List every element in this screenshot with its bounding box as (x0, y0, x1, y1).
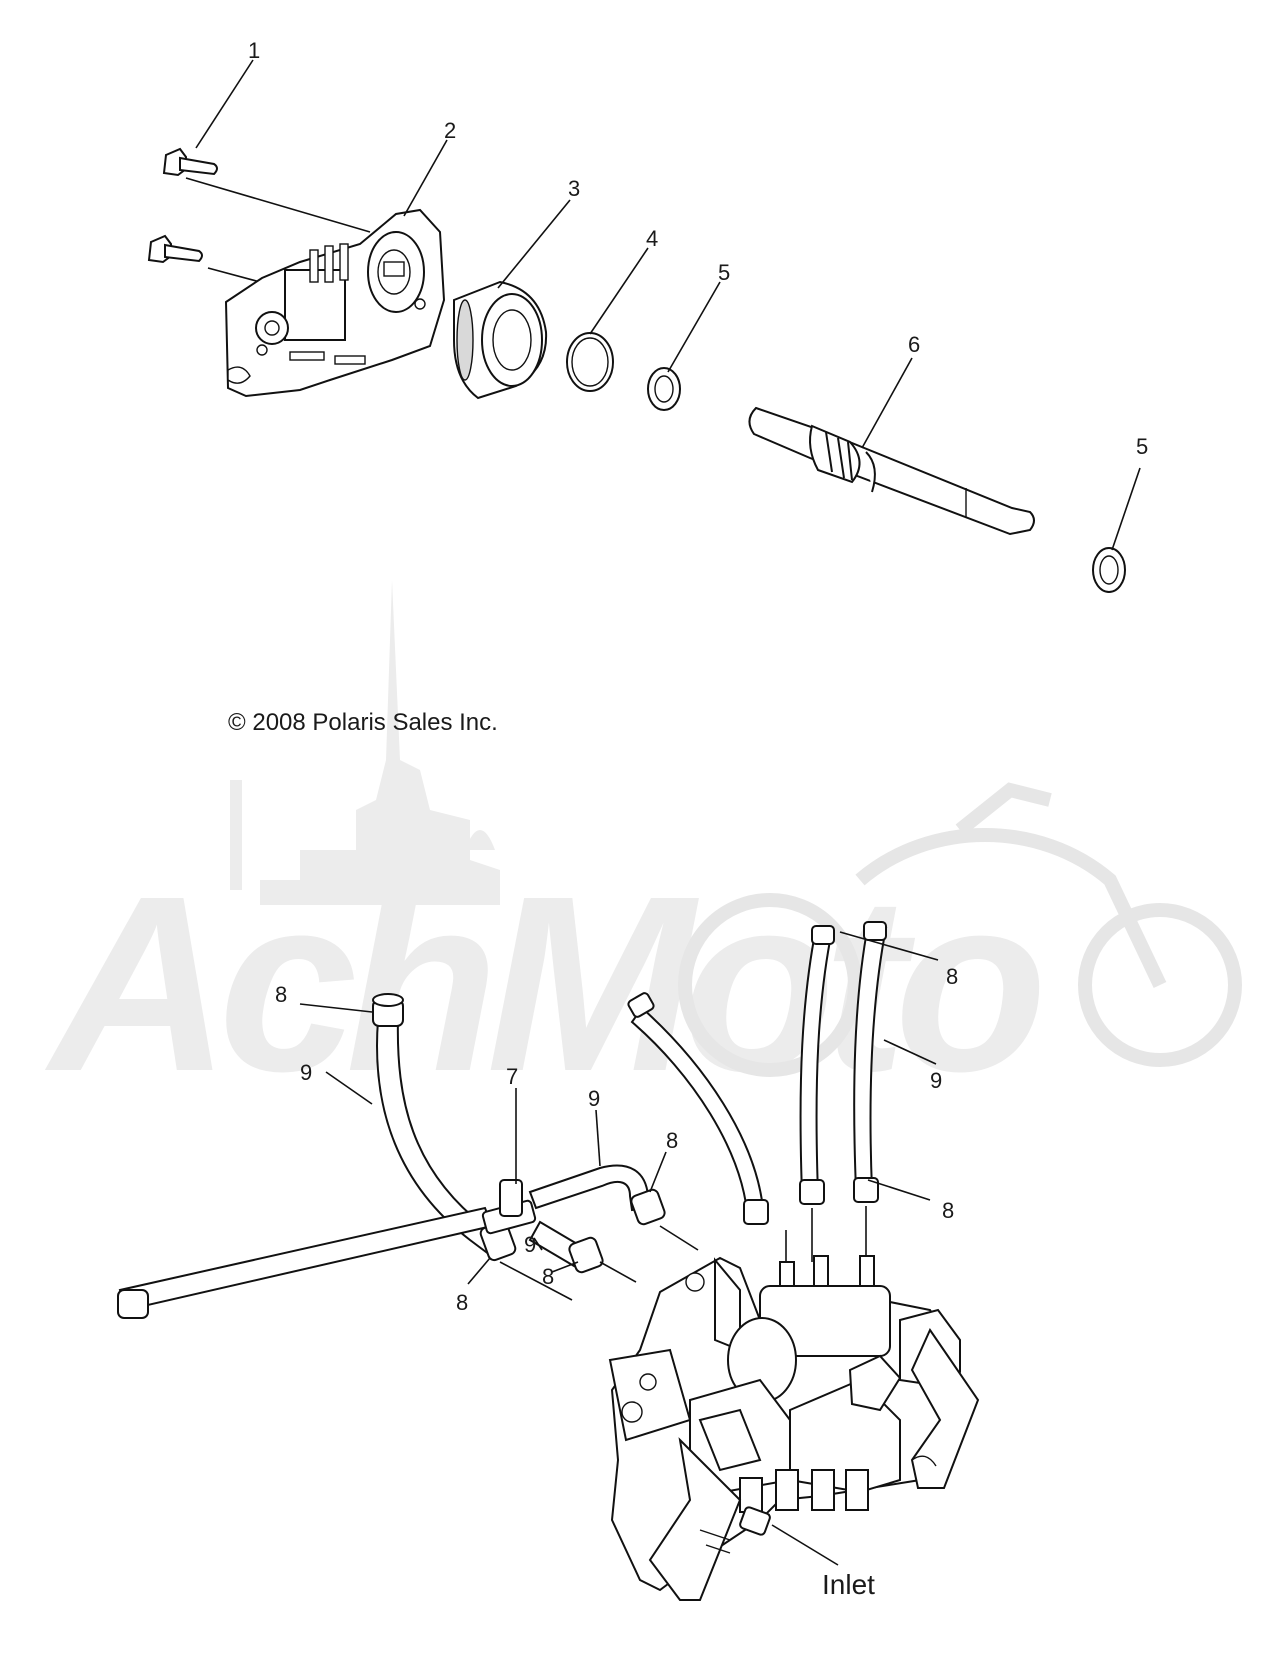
callout-1: 1 (248, 38, 260, 63)
oil-pump-part-2 (224, 208, 446, 398)
t-fitting-part-7 (481, 1179, 537, 1235)
callout-8c: 8 (542, 1264, 554, 1289)
callout-8a: 8 (275, 982, 287, 1007)
watermark-logo: AchMoto (44, 580, 1242, 1123)
bottom-assembly (117, 921, 980, 1601)
callout-5b: 5 (1136, 434, 1148, 459)
drive-shaft-part-6 (748, 406, 1035, 536)
callout-5: 5 (718, 260, 730, 285)
bolt-part-1 (147, 147, 218, 264)
clamp-part-8 (117, 921, 887, 1319)
callout-4: 4 (646, 226, 658, 251)
callout-8f: 8 (942, 1198, 954, 1223)
callout-leaders (195, 59, 1141, 1285)
callout-6: 6 (908, 332, 920, 357)
callout-2: 2 (444, 118, 456, 143)
callout-7: 7 (506, 1064, 518, 1089)
callout-9b: 9 (588, 1086, 600, 1111)
copyright-text: © 2008 Polaris Sales Inc. (228, 709, 498, 736)
callout-8e: 8 (946, 964, 958, 989)
callout-8b: 8 (666, 1128, 678, 1153)
oil-pump-large (608, 1255, 980, 1601)
seal-part-3 (453, 280, 548, 400)
callout-8d: 8 (456, 1290, 468, 1315)
callout-numbers: 1 2 3 4 5 6 5 8 9 7 9 8 9 8 8 8 9 8 (248, 38, 1148, 1315)
callout-9c: 9 (524, 1232, 536, 1257)
watermark-text: AchMoto (44, 844, 1040, 1123)
callout-9a: 9 (300, 1060, 312, 1085)
washer-part-5 (647, 367, 1126, 593)
inlet-label: Inlet (822, 1569, 875, 1600)
top-assembly (147, 147, 1126, 593)
callout-9d: 9 (930, 1068, 942, 1093)
callout-3: 3 (568, 176, 580, 201)
